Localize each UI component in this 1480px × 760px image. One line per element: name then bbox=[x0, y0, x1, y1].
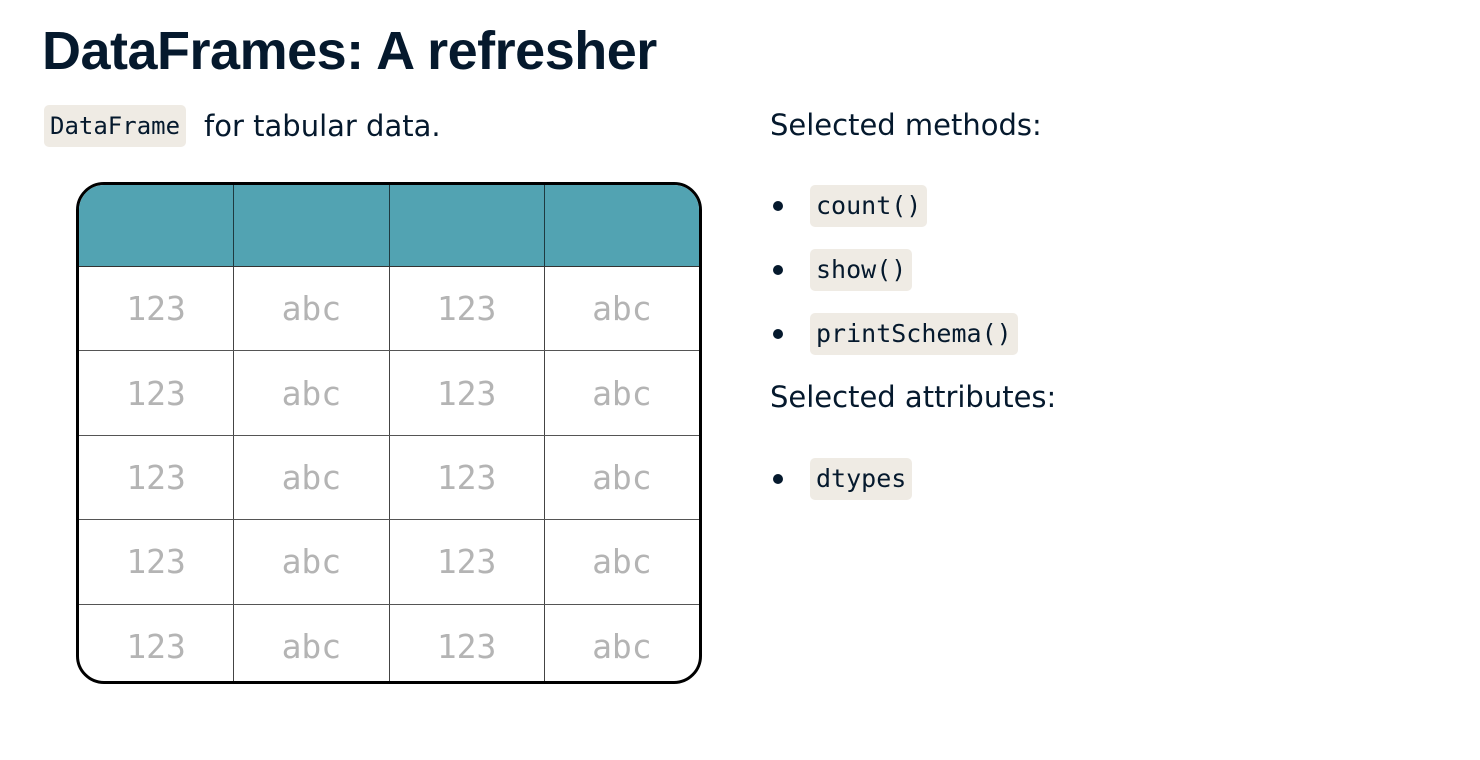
table-cell: 123 bbox=[390, 351, 545, 435]
table-cell: 123 bbox=[390, 520, 545, 604]
header-cell bbox=[79, 185, 235, 266]
table-cell: 123 bbox=[79, 435, 235, 520]
table-cell: abc bbox=[234, 604, 390, 681]
list-item: dtypes bbox=[770, 447, 913, 511]
table-header bbox=[79, 185, 699, 267]
table-cell: 123 bbox=[390, 435, 545, 520]
bullet-icon bbox=[773, 329, 783, 339]
dataframe-table: 123 abc 123 abc 123 abc 123 abc 123 abc … bbox=[76, 182, 702, 684]
table-row: 123 abc 123 abc bbox=[79, 435, 699, 521]
table-cell: abc bbox=[592, 626, 652, 666]
table-cell: abc bbox=[592, 457, 652, 497]
method-code: count() bbox=[810, 185, 928, 227]
bullet-icon bbox=[773, 265, 783, 275]
table-row: 123 abc 123 abc bbox=[79, 267, 699, 352]
methods-list: count() show() printSchema() bbox=[770, 174, 1018, 366]
list-item: printSchema() bbox=[770, 302, 1018, 366]
header-cell bbox=[390, 185, 545, 266]
table-cell: 123 bbox=[390, 267, 545, 351]
header-cell bbox=[545, 185, 699, 266]
dataframe-code: DataFrame bbox=[44, 105, 187, 147]
table-cell: 123 bbox=[79, 351, 235, 435]
table-cell: abc bbox=[234, 435, 390, 520]
bullet-icon bbox=[773, 201, 783, 211]
list-item: show() bbox=[770, 238, 1018, 302]
method-code: show() bbox=[810, 249, 913, 291]
attributes-heading: Selected attributes: bbox=[770, 380, 1057, 414]
methods-heading: Selected methods: bbox=[770, 108, 1042, 142]
table-cell: abc bbox=[592, 289, 652, 329]
intro-text: for tabular data. bbox=[204, 109, 441, 143]
method-code: printSchema() bbox=[810, 313, 1018, 355]
bullet-icon bbox=[773, 474, 783, 484]
table-cell: abc bbox=[592, 373, 652, 413]
table-cell: 123 bbox=[79, 520, 235, 604]
table-cell: abc bbox=[234, 520, 390, 604]
intro-line: DataFrame for tabular data. bbox=[44, 105, 441, 147]
table-cell: 123 bbox=[79, 604, 235, 681]
attributes-list: dtypes bbox=[770, 447, 913, 511]
list-item: count() bbox=[770, 174, 1018, 238]
page-title: DataFrames: A refresher bbox=[42, 21, 657, 81]
table-row: 123 abc 123 abc bbox=[79, 604, 699, 681]
table-cell: 123 bbox=[79, 267, 235, 351]
attribute-code: dtypes bbox=[810, 458, 913, 500]
header-cell bbox=[234, 185, 390, 266]
table-cell: abc bbox=[234, 267, 390, 351]
table-row: 123 abc 123 abc bbox=[79, 351, 699, 436]
table-row: 123 abc 123 abc bbox=[79, 520, 699, 605]
table-cell: abc bbox=[234, 351, 390, 435]
table-cell: abc bbox=[592, 542, 652, 582]
table-cell: 123 bbox=[390, 604, 545, 681]
